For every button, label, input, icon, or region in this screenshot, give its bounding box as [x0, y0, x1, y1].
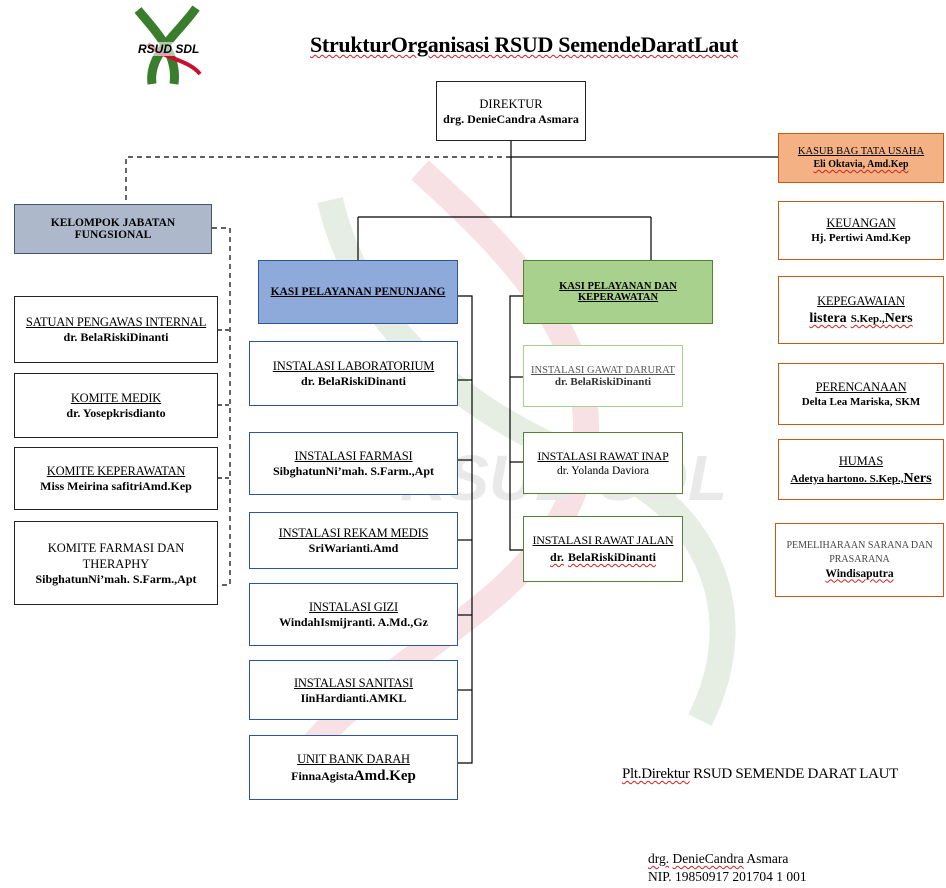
box-title: KOMITE KEPERAWATAN: [46, 464, 186, 478]
tu-box-perencanaan: PERENCANAAN Delta Lea Mariska, SKM: [778, 363, 944, 425]
penunjang-title: KASI PELAYANAN PENUNJANG: [270, 286, 446, 298]
box-name-part: dr.: [550, 550, 564, 564]
box-title: PERENCANAAN: [815, 379, 907, 394]
box-name: dr. Yosepkrisdianto: [66, 406, 166, 420]
signature-role: Plt.Direktur RSUD SEMENDE DARAT LAUT: [622, 766, 898, 783]
logo-text: RSUD SDL: [138, 42, 200, 56]
box-name: dr. BelaRiskiDinanti: [63, 330, 169, 344]
keperawatan-title: KASI PELAYANAN DAN KEPERAWATAN: [559, 281, 677, 303]
penunjang-box: KASI PELAYANAN PENUNJANG: [258, 260, 458, 324]
box-title: SATUAN PENGAWAS INTERNAL: [25, 315, 207, 329]
box-name-part: Amd.Kep: [353, 767, 416, 784]
signature-role-b: RSUD SEMENDE DARAT LAUT: [693, 766, 899, 782]
box-name-part: listera: [809, 311, 847, 326]
box-title: INSTALASI REKAM MEDIS: [278, 526, 429, 540]
box-name-part: Adetya hartono. S.Kep.,: [790, 472, 904, 485]
box-name: dr. BelaRiskiDinanti: [301, 374, 406, 388]
instalasi-box-gawat-darurat: INSTALASI GAWAT DARURAT dr. BelaRiskiDin…: [523, 345, 683, 407]
kasubbag-name: Eli Oktavia, Amd.Kep: [813, 159, 909, 170]
box-name: Delta Lea Mariska, SKM: [801, 395, 921, 408]
box-title: HUMAS: [838, 453, 884, 468]
box-name: Hj. Pertiwi Amd.Kep: [811, 232, 911, 244]
box-name-part: BelaRiskiDinanti: [567, 550, 656, 564]
box-name-part: Ners: [884, 311, 913, 326]
direktur-name: drg. DenieCandra Asmara: [443, 111, 579, 126]
signature-role-a: Plt.Direktur: [622, 766, 690, 782]
box-title: INSTALASI GAWAT DARURAT: [531, 364, 675, 376]
box-title: KEUANGAN: [826, 216, 896, 230]
box-name: Windisaputra: [825, 567, 894, 580]
box-title: KOMITE MEDIK: [70, 391, 162, 405]
box-title: UNIT BANK DARAH: [297, 751, 410, 766]
signature-nip: NIP. 19850917 201704 1 001: [648, 869, 807, 884]
box-name-part: S.Kep.,: [850, 313, 885, 325]
box-title: KEPEGAWAIAN: [817, 294, 905, 308]
box-name: dr. Yolanda Daviora: [557, 464, 649, 477]
fungsional-box: KELOMPOK JABATAN FUNGSIONAL: [14, 204, 212, 254]
instalasi-box-rawat-inap: INSTALASI RAWAT INAP dr. Yolanda Daviora: [523, 432, 683, 494]
box-name: SriWarianti.Amd: [308, 541, 399, 555]
box-name: SibghatunNi’mah. S.Farm.,Apt: [272, 464, 435, 478]
tu-box-kepegawaian: KEPEGAWAIAN listera S.Kep.,Ners: [778, 276, 944, 344]
signature-name: drg. DenieCandra Asmara: [648, 851, 788, 867]
box-name-part: Ners: [903, 470, 932, 486]
unit-bank-darah-box: UNIT BANK DARAH FinnaAgistaAmd.Kep: [249, 735, 458, 800]
keperawatan-box: KASI PELAYANAN DAN KEPERAWATAN: [523, 260, 713, 324]
tu-box-pemeliharaan: PEMELIHARAAN SARANA DAN PRASARANA Windis…: [775, 523, 944, 597]
box-title: INSTALASI LABORATORIUM: [272, 359, 435, 373]
left-box-komite-keperawatan: KOMITE KEPERAWATAN Miss Meirina safitriA…: [14, 447, 218, 510]
left-box-komite-farmasi: KOMITE FARMASI DAN THERAPHY SibghatunNi’…: [14, 521, 218, 605]
box-name: Miss Meirina safitriAmd.Kep: [40, 479, 192, 493]
page-title: StrukturOrganisasi RSUD SemendeDaratLaut: [310, 32, 739, 57]
signature-name-b: DenieCandra: [672, 851, 744, 866]
tu-box-humas: HUMAS Adetya hartono. S.Kep.,Ners: [778, 439, 944, 500]
left-box-spi: SATUAN PENGAWAS INTERNAL dr. BelaRiskiDi…: [14, 296, 218, 363]
instalasi-box-rawat-jalan: INSTALASI RAWAT JALAN dr. BelaRiskiDinan…: [523, 516, 683, 582]
box-title: INSTALASI SANITASI: [293, 675, 414, 690]
fungsional-title: KELOMPOK JABATAN FUNGSIONAL: [50, 217, 176, 241]
instalasi-box-laboratorium: INSTALASI LABORATORIUM dr. BelaRiskiDina…: [249, 341, 458, 406]
box-title: INSTALASI RAWAT JALAN: [532, 533, 674, 547]
tu-box-keuangan: KEUANGAN Hj. Pertiwi Amd.Kep: [778, 201, 944, 260]
box-name: IinHardianti.AMKL: [300, 690, 407, 705]
box-name: SibghatunNi’mah. S.Farm.,Apt: [35, 571, 197, 586]
left-box-komite-medik: KOMITE MEDIK dr. Yosepkrisdianto: [14, 373, 218, 438]
instalasi-box-gizi: INSTALASI GIZI WindahIsmijranti. A.Md.,G…: [249, 583, 458, 646]
box-title: INSTALASI FARMASI: [294, 449, 413, 463]
box-name-part: FinnaAgista: [291, 768, 354, 783]
hospital-logo: RSUD SDL: [118, 4, 208, 88]
instalasi-box-rekam-medis: INSTALASI REKAM MEDIS SriWarianti.Amd: [249, 512, 458, 569]
instalasi-box-sanitasi: INSTALASI SANITASI IinHardianti.AMKL: [249, 660, 458, 720]
direktur-box: DIREKTUR drg. DenieCandra Asmara: [436, 81, 586, 141]
signature-name-a: drg.: [648, 851, 670, 866]
box-name: dr. BelaRiskiDinanti: [554, 375, 652, 388]
box-title: INSTALASI RAWAT INAP: [537, 448, 669, 463]
direktur-title: DIREKTUR: [479, 96, 543, 111]
box-title: KOMITE FARMASI DAN THERAPHY: [47, 540, 185, 571]
box-title: PEMELIHARAAN SARANA DAN PRASARANA: [786, 539, 933, 565]
box-name: WindahIsmijranti. A.Md.,Gz: [279, 615, 428, 629]
kasubbag-box: KASUB BAG TATA USAHA Eli Oktavia, Amd.Ke…: [778, 133, 944, 183]
box-title: INSTALASI GIZI: [309, 600, 398, 614]
instalasi-box-farmasi: INSTALASI FARMASI SibghatunNi’mah. S.Far…: [249, 432, 458, 495]
signature-name-c: Asmara: [746, 851, 789, 866]
kasubbag-title: KASUB BAG TATA USAHA: [797, 146, 925, 157]
